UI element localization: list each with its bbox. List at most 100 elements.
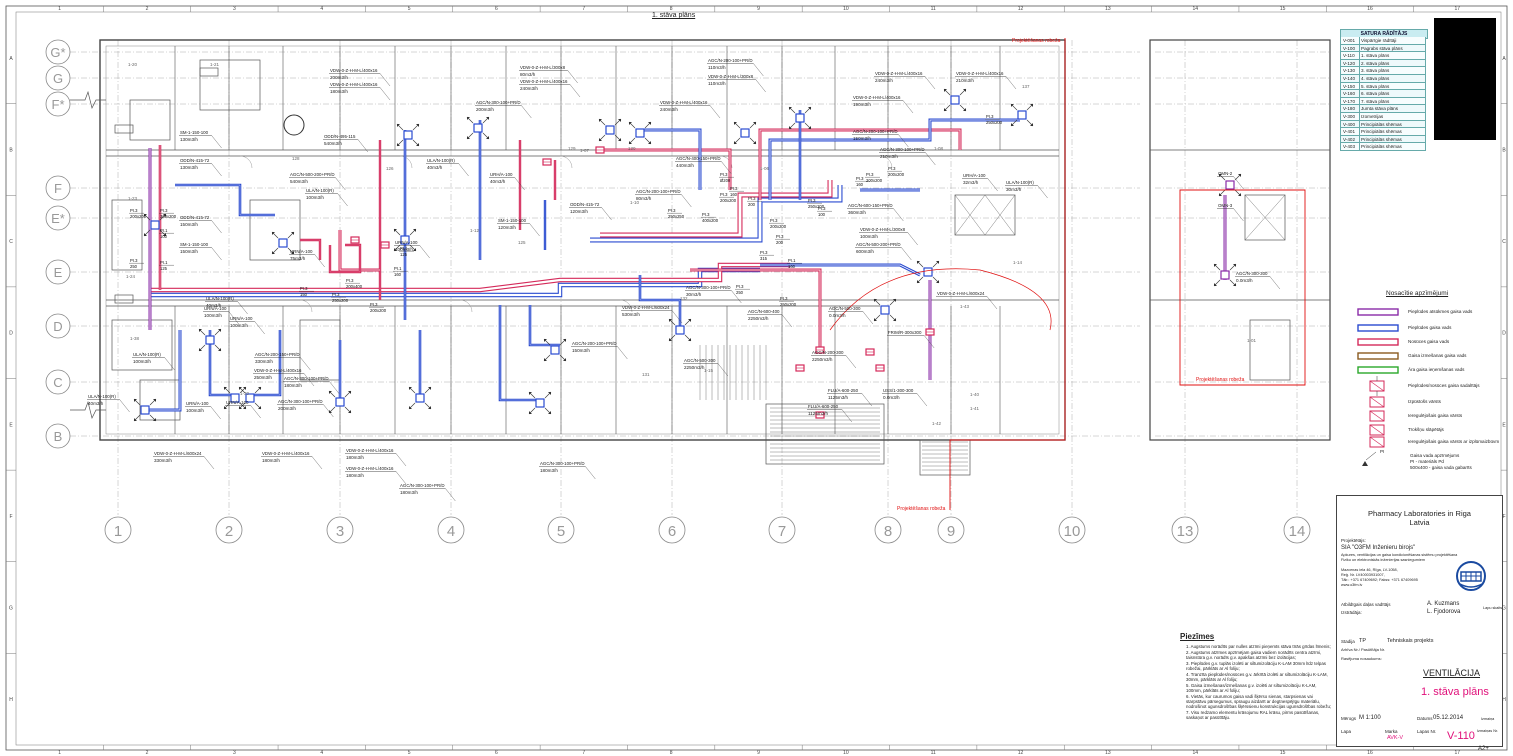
diffuser-arrow-head xyxy=(1238,193,1241,196)
pi-tag-material: PI.3 xyxy=(808,198,816,203)
wall xyxy=(919,439,971,476)
diffuser-arrow-head xyxy=(416,143,419,146)
duct-label-flow: 540m3/h xyxy=(324,141,342,146)
grid-bubble-number xyxy=(326,516,354,544)
diffuser-arrow-head xyxy=(291,251,294,254)
diffuser-box xyxy=(400,235,410,245)
duct-label-type: VDW-0-Z-H-M-L/300x8 xyxy=(708,74,754,79)
duct-label-type: ULA/N-100(R) xyxy=(133,352,161,357)
row-letter-right: H xyxy=(1502,697,1506,703)
col-number-bottom: 12 xyxy=(1018,750,1024,756)
grid-bubble-number-text: 9 xyxy=(947,523,955,540)
wall xyxy=(1244,194,1286,241)
contents-row-title: Principiālās shēmas xyxy=(1361,144,1402,150)
duct-label-leader xyxy=(916,393,928,407)
wall xyxy=(199,59,261,111)
contents-row-code: V-100 xyxy=(1343,45,1356,51)
col-number-bottom: 11 xyxy=(931,750,936,756)
diffuser-arrow-head xyxy=(629,141,632,144)
contents-row-code: V-130 xyxy=(1343,68,1356,74)
duct-label-type: VDW-0-Z-H-M-L/400x16 xyxy=(330,68,378,73)
diffuser-arrow-head xyxy=(944,89,947,92)
diffuser-arrow-head xyxy=(239,406,242,409)
pi-tag-size: 250x200 xyxy=(986,120,1003,125)
right-building-outline xyxy=(1149,39,1331,441)
duct-label-type: URN/A-100 xyxy=(395,240,418,245)
legend-valve-cross xyxy=(1369,424,1385,436)
diffuser-arrow-head xyxy=(272,232,275,235)
exhaust-small-core xyxy=(300,239,321,260)
legend-title: Nosacītie apzīmējumi xyxy=(1386,290,1449,297)
diffuser-box xyxy=(550,345,560,355)
diffuser-arrow-head xyxy=(529,411,532,414)
web: www.o3fm.lv xyxy=(1341,583,1363,587)
col-number-bottom: 2 xyxy=(146,750,149,756)
duct-label-flow: 200m3/h xyxy=(476,107,494,112)
diffuser-arrow-head xyxy=(467,117,470,120)
pi-tag-size: 125 xyxy=(160,266,168,271)
pi-tag-material: PI.3 xyxy=(730,186,738,191)
pi-tag-size: 315 xyxy=(760,256,768,261)
duct-label-type: ODD/N-415-72 xyxy=(180,158,210,163)
diffuser-arrow-head xyxy=(1219,193,1222,196)
grid-bubble-number-text: 7 xyxy=(778,523,786,540)
duct-label-flow: 210m3/h xyxy=(956,78,974,83)
contents-row-code: V-120 xyxy=(1343,60,1356,66)
duct-label-leader xyxy=(755,79,766,93)
date-label: Datums xyxy=(1417,716,1433,721)
col-number-bottom: 17 xyxy=(1455,750,1461,756)
grid-bubble-letter-text: E xyxy=(54,265,63,280)
diffuser-arrow-head xyxy=(199,329,202,332)
duct-label-leader xyxy=(237,301,248,315)
air-diffuser xyxy=(198,328,222,352)
diffuser-arrow-head xyxy=(1030,104,1033,107)
break-line xyxy=(70,400,106,420)
duct-label-flow: 100m3/h xyxy=(133,359,151,364)
boundary-label: Projektēšanas robeža xyxy=(897,506,946,512)
pi-tag-size: 300x200 xyxy=(160,214,177,219)
duct-label-type: AGC/N-500-200+PR/D xyxy=(290,172,335,177)
project-country: Latvia xyxy=(1409,518,1430,527)
duct-label-flow: 110m3/h xyxy=(708,65,726,70)
duct-label-type: FRIM/R-300x300 xyxy=(888,330,922,335)
duct-label-flow: 240m3/h xyxy=(875,78,893,83)
door-arc xyxy=(399,155,413,169)
diffuser-arrow-head xyxy=(486,117,489,120)
pi-tag-size: 160 xyxy=(788,264,796,269)
diffuser-arrow-head xyxy=(753,122,756,125)
row-letter-left: G xyxy=(9,606,13,612)
col-number-top: 14 xyxy=(1192,6,1198,12)
duct-label-leader xyxy=(987,178,998,192)
pi-tag-material: PI.3 xyxy=(736,284,744,289)
pi-tag-material: PI.3 xyxy=(776,234,784,239)
grid-bubble-number xyxy=(658,516,686,544)
pi-tag-size: 250 xyxy=(130,264,138,269)
grid-bubble-number xyxy=(437,516,465,544)
diffuser-arrow-head xyxy=(243,387,246,390)
row-letter-right: D xyxy=(1502,331,1506,337)
row-letter-right: E xyxy=(1502,422,1506,428)
supply-right-core xyxy=(760,264,921,276)
grid-bubble-number xyxy=(768,516,796,544)
duct-label-type: AGC/N-200-100+PR/D xyxy=(572,341,617,346)
notes: Piezīmes 1. Augstums norādīts par nulles… xyxy=(1180,632,1332,748)
room-number: 1-23 xyxy=(128,196,138,201)
col-number-bottom: 15 xyxy=(1280,750,1286,756)
duct-label-flow: 190m3/h xyxy=(853,102,871,107)
duct-label-leader xyxy=(898,134,909,148)
